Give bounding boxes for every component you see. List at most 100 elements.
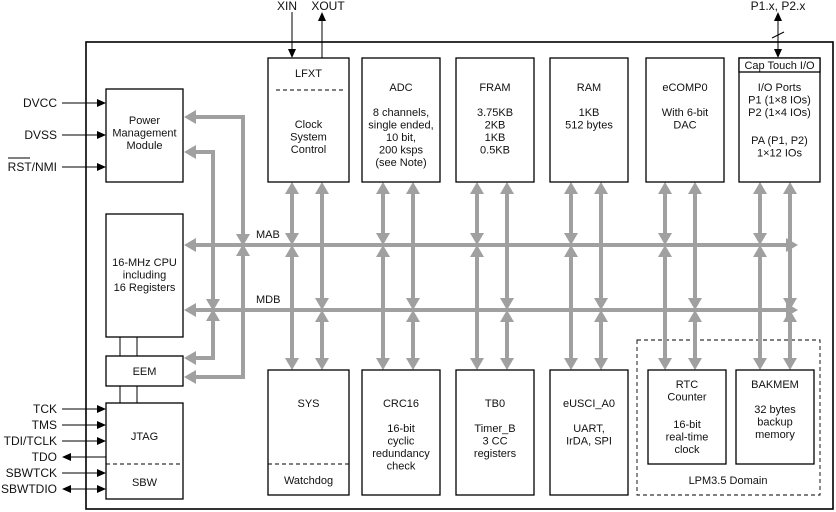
bus-arrowhead — [564, 358, 578, 370]
bus-arrowhead — [564, 233, 578, 245]
cpu-label-line-2: 16 Registers — [114, 282, 176, 294]
bus-arrowhead — [470, 182, 484, 194]
bus-arrowhead — [285, 245, 299, 257]
captouch-label: Cap Touch I/O — [744, 60, 815, 72]
pmm-label-line-0: Power — [129, 115, 161, 127]
eusci-desc-line-1: IrDA, SPI — [566, 436, 612, 448]
ram-block — [549, 57, 629, 183]
bus-arrowhead — [594, 298, 608, 310]
eusci-title: eUSCI_A0 — [563, 398, 615, 410]
sbw-label: SBW — [132, 477, 158, 489]
bus-arrowhead — [315, 358, 329, 370]
bus-arrowhead — [376, 358, 390, 370]
io-block — [738, 57, 821, 183]
bus-arrowhead — [753, 358, 767, 370]
bus-arrowhead — [658, 358, 672, 370]
crc16-title: CRC16 — [383, 398, 419, 410]
bus-arrowhead — [783, 310, 797, 322]
bus-arrowhead — [315, 298, 329, 310]
pmm-mab-link — [192, 115, 245, 238]
bus-arrowhead — [594, 310, 608, 322]
bakmem-desc-line-2: memory — [755, 429, 795, 441]
bus-arrowhead — [594, 182, 608, 194]
bus-arrowhead — [783, 298, 797, 310]
bus-arrowhead — [753, 182, 767, 194]
pmm-label-line-2: Module — [126, 140, 162, 152]
pin-p1-p2: P1.x, P2.x — [751, 0, 806, 13]
adc-desc-line-0: 8 channels, — [373, 107, 429, 119]
bus-arrowhead — [470, 245, 484, 257]
bus-arrowhead — [688, 182, 702, 194]
eem-label: EEM — [133, 366, 157, 378]
bakmem-title: BAKMEM — [751, 379, 799, 391]
bus-arrowhead — [688, 310, 702, 322]
bus-arrowhead — [500, 310, 514, 322]
io-ports-label-line-1: P1 (1×8 IOs) — [748, 95, 811, 107]
ecomp-desc-line-1: DAC — [673, 120, 696, 132]
tb0-desc-line-2: registers — [474, 448, 517, 460]
bus-arrowhead — [753, 245, 767, 257]
clock-label-line-1: System — [290, 132, 327, 144]
pin-tms: TMS — [32, 418, 57, 432]
bus-arrowhead — [376, 233, 390, 245]
bus-arrowhead — [315, 182, 329, 194]
bakmem-block — [735, 369, 815, 465]
clock-block — [267, 57, 350, 183]
bus-arrowhead — [783, 358, 797, 370]
bus-arrowhead — [500, 358, 514, 370]
bus-arrowhead — [406, 182, 420, 194]
ecomp-title: eCOMP0 — [662, 82, 707, 94]
bus-arrowhead — [406, 358, 420, 370]
crc16-desc-line-0: 16-bit — [387, 423, 415, 435]
cpu-label-line-1: including — [123, 270, 166, 282]
tb0-desc-line-1: 3 CC — [482, 436, 507, 448]
adc-desc-line-2: 10 bit, — [386, 132, 416, 144]
ram-desc-line-0: 1KB — [579, 107, 600, 119]
pin-dvss: DVSS — [24, 128, 57, 142]
adc-block — [361, 57, 441, 183]
ecomp-block — [645, 57, 725, 183]
pa-label-line-1: 1×12 IOs — [757, 148, 802, 160]
bus-arrowhead — [594, 358, 608, 370]
eusci-block — [549, 369, 629, 496]
fram-desc-line-0: 3.75KB — [477, 107, 513, 119]
cpu-label-line-0: 16-MHz CPU — [112, 257, 177, 269]
pin-xout: XOUT — [311, 0, 345, 13]
bus-arrowhead — [564, 245, 578, 257]
pa-label-line-0: PA (P1, P2) — [751, 135, 808, 147]
bus-arrowhead — [406, 310, 420, 322]
fram-desc-line-3: 0.5KB — [480, 145, 510, 157]
rtc-desc-line-2: clock — [674, 444, 700, 456]
ecomp-desc-line-0: With 6-bit — [662, 107, 708, 119]
pin-sbwtck: SBWTCK — [6, 466, 57, 480]
watchdog-label: Watchdog — [284, 475, 333, 487]
bus-arrowhead — [500, 182, 514, 194]
bus-arrowhead — [753, 233, 767, 245]
eem-block — [105, 355, 184, 387]
rtc-desc-line-1: real-time — [666, 432, 709, 444]
eem-mdb-link — [192, 317, 215, 360]
jtag-block — [105, 402, 184, 500]
io-ports-label-line-2: P2 (1×4 IOs) — [748, 107, 811, 119]
bus-lines — [184, 110, 798, 384]
fram-block — [455, 57, 535, 183]
bus-arrowhead — [376, 245, 390, 257]
bus-arrowhead — [658, 182, 672, 194]
pmm-label-line-1: Management — [112, 128, 176, 140]
bus-arrowhead — [470, 358, 484, 370]
mab-label: MAB — [256, 229, 280, 241]
bus-arrowhead — [376, 182, 390, 194]
bus-arrowhead — [285, 233, 299, 245]
chip-boundary — [85, 41, 834, 510]
bakmem-desc-line-0: 32 bytes — [754, 404, 796, 416]
rtc-block — [647, 369, 727, 465]
mdb-label: MDB — [256, 294, 280, 306]
pin-tdo: TDO — [32, 450, 57, 464]
pin-xin: XIN — [277, 0, 297, 13]
rtc-title-line-0: RTC — [676, 379, 698, 391]
pin-tdi-tclk: TDI/TCLK — [4, 434, 57, 448]
bus-arrowhead — [285, 182, 299, 194]
bus-arrowhead — [285, 358, 299, 370]
bus-arrowhead — [470, 233, 484, 245]
crc16-desc-line-2: redundancy — [372, 448, 430, 460]
